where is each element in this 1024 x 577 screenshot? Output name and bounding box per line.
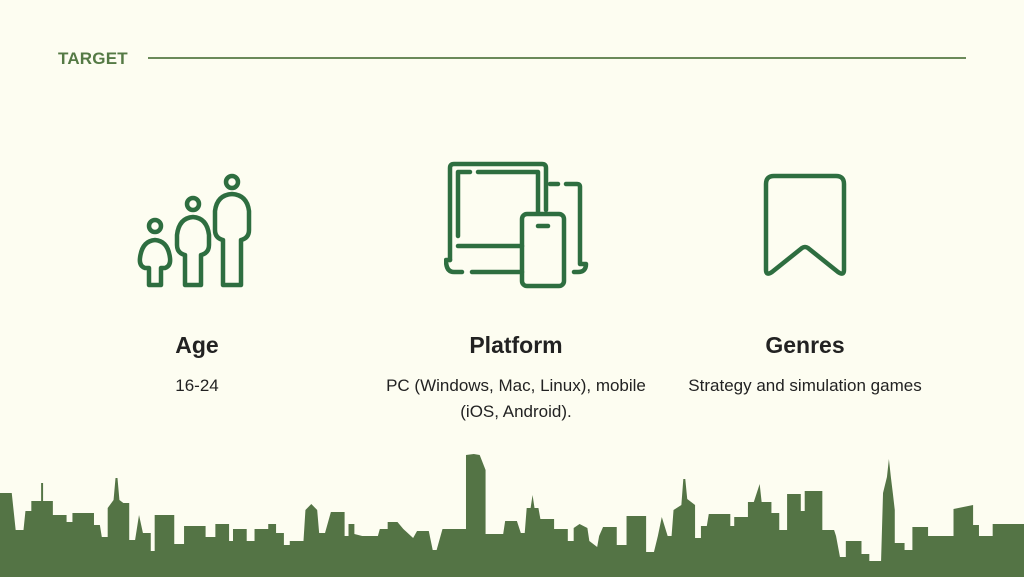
age-description: 16-24 [175, 376, 219, 395]
bookmark-icon [655, 160, 955, 290]
city-skyline-decoration [0, 454, 1024, 577]
family-people-icon [47, 160, 347, 290]
platform-heading: Platform [469, 332, 563, 358]
age-column: Age 16-24 [47, 160, 347, 399]
platform-description: PC (Windows, Mac, Linux), mobile (iOS, A… [386, 376, 646, 421]
platform-column: Platform PC (Windows, Mac, Linux), mobil… [366, 160, 666, 425]
genres-column: Genres Strategy and simulation games [655, 160, 955, 399]
section-title: TARGET [58, 49, 128, 68]
age-heading: Age [175, 332, 219, 358]
genres-description: Strategy and simulation games [688, 376, 922, 395]
devices-icon [366, 160, 666, 290]
title-divider [148, 57, 966, 59]
genres-heading: Genres [765, 332, 845, 358]
